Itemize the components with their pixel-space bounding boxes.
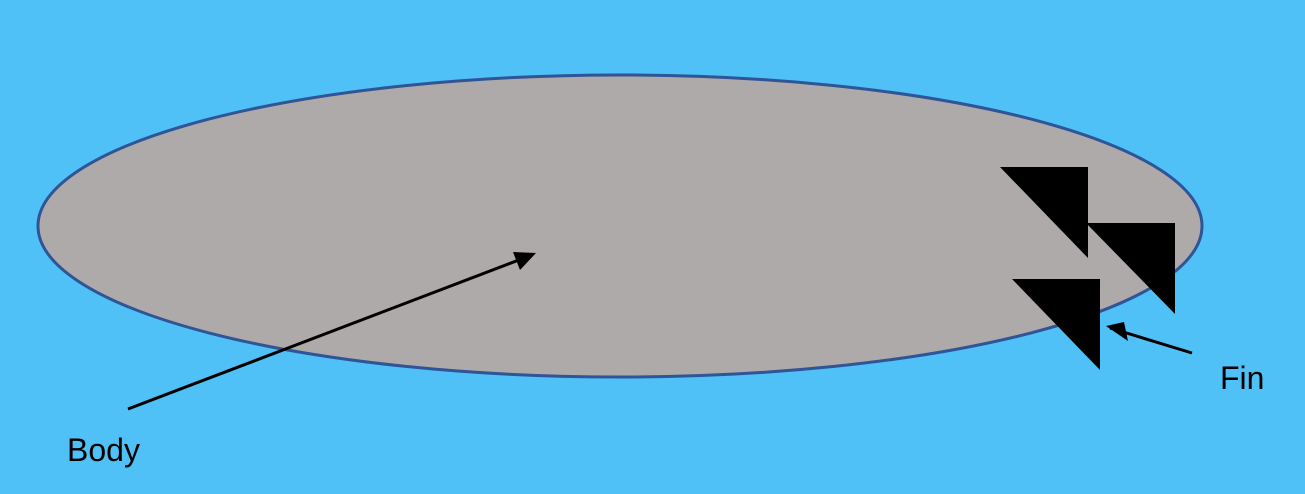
fin-shape-upper — [1000, 167, 1088, 258]
body-arrow — [127, 253, 533, 411]
body-arrow-head — [513, 252, 536, 270]
fin-label: Fin — [1220, 360, 1264, 396]
fin-arrow-head — [1106, 322, 1128, 341]
body-label: Body — [67, 432, 140, 468]
fin-shape-middle — [1086, 223, 1175, 314]
fin-shape-lower — [1012, 279, 1100, 370]
body-shape — [36, 73, 1204, 379]
